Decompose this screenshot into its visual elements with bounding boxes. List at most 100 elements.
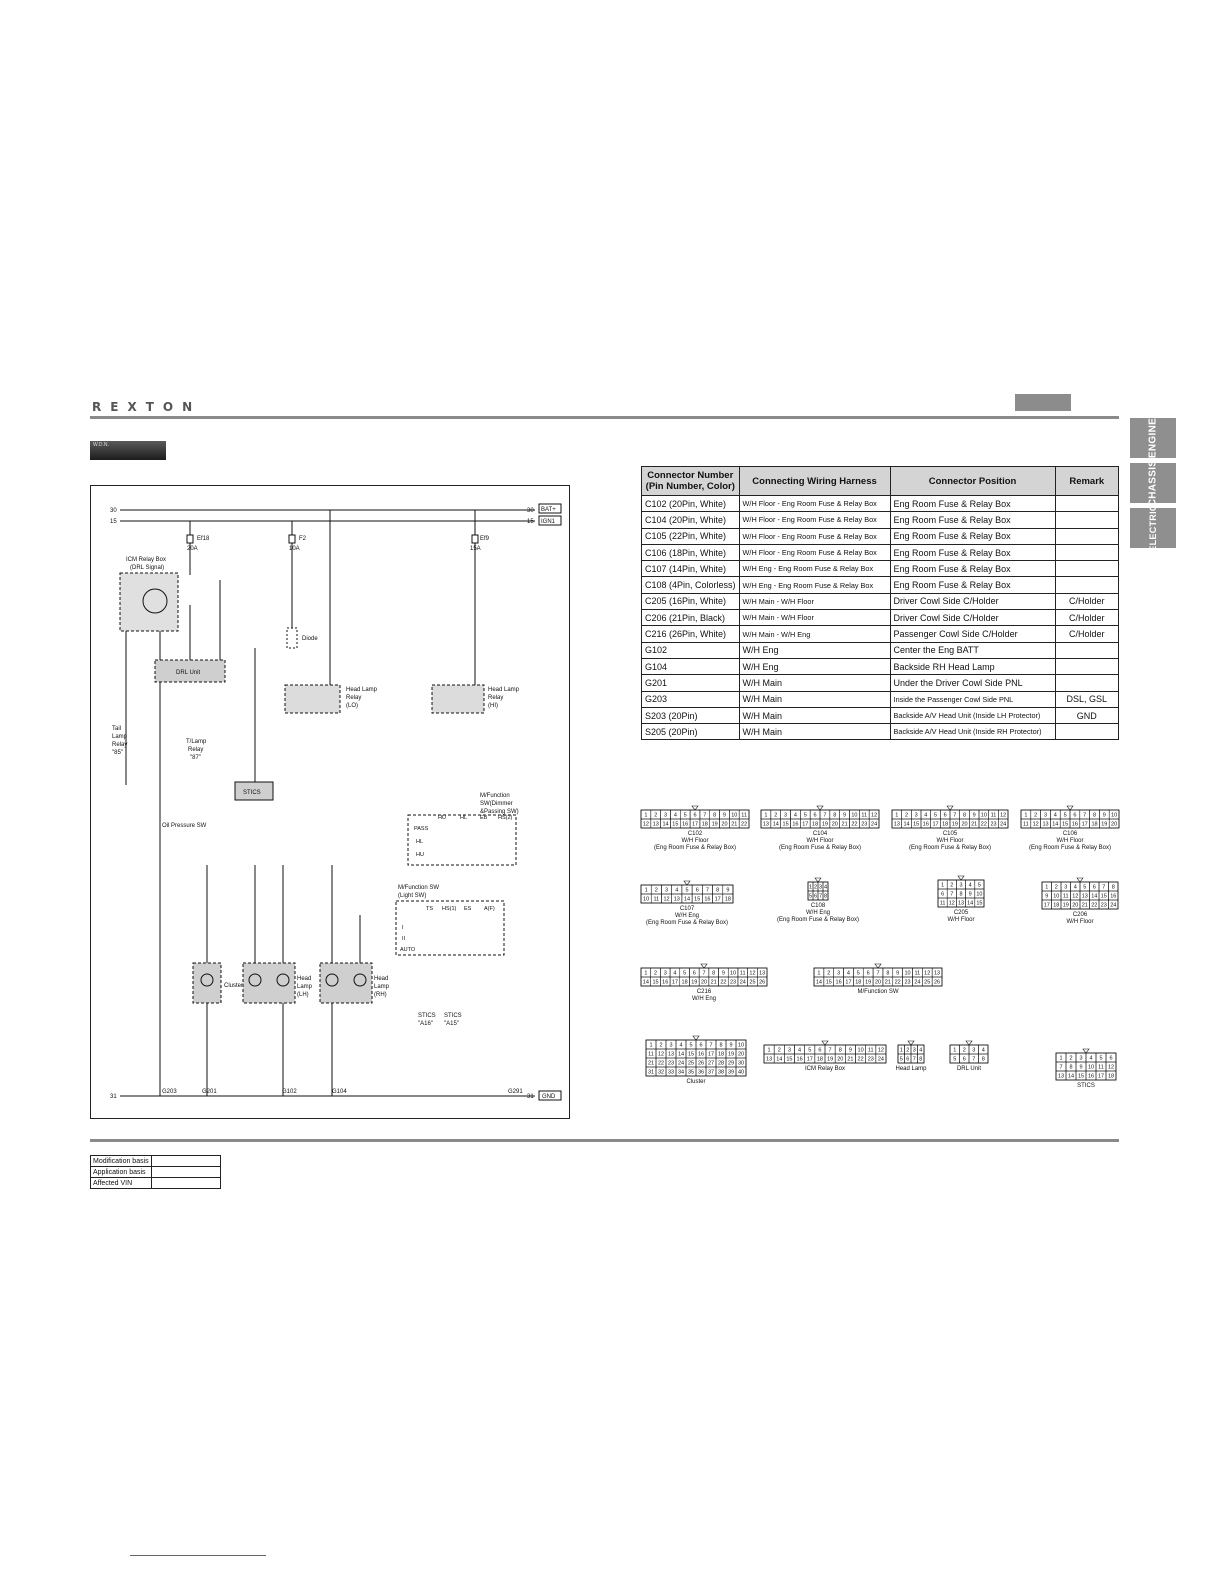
connector-pin-number: 2 xyxy=(1034,813,1037,819)
svg-text:Lamp: Lamp xyxy=(374,984,390,990)
connector-pin-number: 5 xyxy=(809,894,812,900)
connector-pin-number: 14 xyxy=(643,980,649,986)
connector-pin-number: 16 xyxy=(836,980,842,986)
cell-remark xyxy=(1054,576,1120,594)
cell-remark xyxy=(1054,527,1120,545)
connector-pin-number: 22 xyxy=(720,980,726,986)
connector-pin-number: 6 xyxy=(941,892,944,898)
connector-pin-number: 13 xyxy=(958,901,964,907)
connector-pin-number: 20 xyxy=(701,980,707,986)
mf-light-label: M/Function SW xyxy=(398,885,439,891)
svg-text:(LO): (LO) xyxy=(346,703,358,709)
tail-lamp-label: Tail xyxy=(112,726,121,732)
app-basis-label: Application basis xyxy=(90,1166,152,1178)
connector-view-name: Cluster xyxy=(686,1079,705,1085)
cell-position: Eng Room Fuse & Relay Box xyxy=(889,511,1056,529)
light-row-i: I xyxy=(402,925,404,931)
app-basis-value xyxy=(150,1166,221,1178)
ground-g201: G201 xyxy=(202,1089,217,1095)
connector-pin-number: 19 xyxy=(691,980,697,986)
cell-connector: G201 xyxy=(641,674,740,692)
connector-pin-number: 1 xyxy=(768,1048,771,1054)
connector-pin-number: 15 xyxy=(783,822,789,828)
connector-pin-number: 24 xyxy=(678,1061,684,1067)
cell-remark xyxy=(1054,560,1120,578)
connector-pin-number: 10 xyxy=(851,813,857,819)
connector-key xyxy=(957,875,965,881)
connector-pin-number: 13 xyxy=(763,822,769,828)
section-badge-text: W.D.N. xyxy=(93,442,109,448)
connector-pin-number: 2 xyxy=(778,1048,781,1054)
cell-harness: W/H Main - W/H Floor xyxy=(738,609,891,627)
connector-pin-number: 9 xyxy=(1079,1065,1082,1071)
connector-view-sub: W/H Floor xyxy=(937,838,964,844)
connector-pin xyxy=(738,818,750,829)
connector-pin-number: 4 xyxy=(982,1048,985,1054)
connector-pin-number: 15 xyxy=(672,822,678,828)
connector-pin-number: 18 xyxy=(1091,822,1097,828)
light-row-ii: II xyxy=(402,936,406,942)
table-row: C106 (18Pin, White)W/H Floor - Eng Room … xyxy=(641,543,1120,562)
connector-pin-number: 20 xyxy=(1072,903,1078,909)
connector-pin-number: 11 xyxy=(940,901,946,907)
connector-pin-number: 14 xyxy=(1052,822,1058,828)
connector-pin-number: 6 xyxy=(693,813,696,819)
head-lamp-lh-label: Head xyxy=(297,976,311,982)
connector-pin-number: 1 xyxy=(809,885,812,891)
connector-pin-number: 19 xyxy=(822,822,828,828)
connector-pin-number: 15 xyxy=(786,1057,792,1063)
dimmer-col-hu: HU xyxy=(438,815,446,821)
connector-pin-number: 10 xyxy=(858,1048,864,1054)
connector-pin-number: 39 xyxy=(728,1070,734,1076)
connector-pin-number: 1 xyxy=(941,883,944,889)
connector-pin-number: 6 xyxy=(963,1057,966,1063)
tab-chassis[interactable]: CHASSIS xyxy=(1130,460,1176,506)
connector-pin-number: 3 xyxy=(1064,885,1067,891)
cell-harness: W/H Main - W/H Eng xyxy=(738,625,891,643)
connector-pin-number: 21 xyxy=(1082,903,1088,909)
connector-pin-number: 9 xyxy=(726,888,729,894)
connector-pin-number: 1 xyxy=(649,1043,652,1049)
connector-pin-number: 1 xyxy=(764,813,767,819)
connector-pin-number: 6 xyxy=(814,813,817,819)
cell-connector: C102 (20Pin, White) xyxy=(641,494,740,513)
svg-text:Lamp: Lamp xyxy=(112,734,128,740)
tab-electric[interactable]: ELECTRIC xyxy=(1130,504,1176,552)
cell-connector: S205 (20Pin) xyxy=(641,723,740,741)
cell-remark xyxy=(1054,723,1120,741)
connector-pin-number: 19 xyxy=(712,822,718,828)
cell-harness: W/H Eng - Eng Room Fuse & Relay Box xyxy=(738,576,891,594)
connector-pin-number: 9 xyxy=(969,892,972,898)
connector-pin-number: 4 xyxy=(674,813,677,819)
connector-pin-number: 18 xyxy=(725,897,731,903)
connector-pin-number: 16 xyxy=(662,980,668,986)
connector-pin-number: 24 xyxy=(878,1057,884,1063)
connector-pin-number: 21 xyxy=(885,980,891,986)
connector-pin-number: 8 xyxy=(963,813,966,819)
svg-text:"A16": "A16" xyxy=(418,1021,433,1027)
icm-relay-label: ICM Relay Box xyxy=(126,557,166,563)
connector-pin-number: 6 xyxy=(1109,1056,1112,1062)
connector-pin-number: 24 xyxy=(1000,822,1006,828)
connector-pin-number: 7 xyxy=(819,894,822,900)
connector-pin-number: 7 xyxy=(829,1048,832,1054)
connector-pin-number: 40 xyxy=(738,1070,744,1076)
connector-pin-number: 9 xyxy=(896,971,899,977)
connector-pin-number: 3 xyxy=(1079,1056,1082,1062)
tab-engine[interactable]: ENGINE xyxy=(1130,418,1176,458)
connector-key xyxy=(1066,805,1074,811)
connector-pin-number: 13 xyxy=(894,822,900,828)
svg-text:"87": "87" xyxy=(190,755,201,761)
connector-pin-number: 21 xyxy=(842,822,848,828)
connector-key xyxy=(691,805,699,811)
connector-pin-number: 17 xyxy=(845,980,851,986)
connector-view-name: C206 xyxy=(1073,912,1088,918)
connector-view-name: C104 xyxy=(813,831,828,837)
connector-pin-number: 8 xyxy=(839,1048,842,1054)
connector-pin-number: 17 xyxy=(1098,1074,1104,1080)
cell-remark xyxy=(1054,641,1120,659)
connector-pin-number: 7 xyxy=(823,813,826,819)
